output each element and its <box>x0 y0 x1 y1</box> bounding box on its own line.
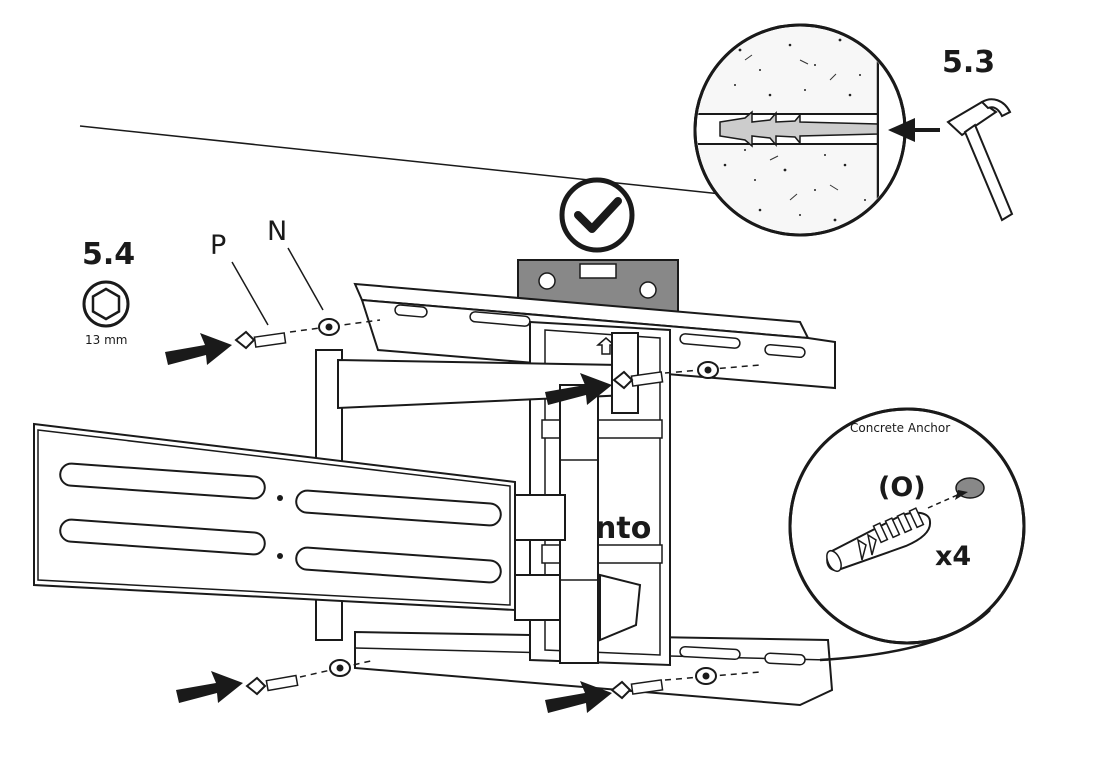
step-main-number: 5.4 <box>82 237 135 272</box>
lower-arm <box>599 573 642 642</box>
hex-socket-icon <box>82 280 130 328</box>
check-circle-icon <box>559 177 635 253</box>
anchor-quantity: x4 <box>935 541 971 572</box>
part-label-p: P <box>210 230 226 261</box>
anchor-title: Concrete Anchor <box>850 421 950 435</box>
hammer-icon <box>946 98 1014 222</box>
anchor-code: (O) <box>878 472 926 503</box>
step-inset-number: 5.3 <box>942 45 995 80</box>
anchor-callout <box>788 407 1026 662</box>
wall-line <box>79 125 741 197</box>
arm-pillar <box>559 332 639 664</box>
label-leader-n <box>287 247 324 311</box>
part-label-n: N <box>267 216 287 247</box>
arrow-icon <box>888 118 940 142</box>
brand-mark: nto <box>595 511 651 546</box>
inset-anchor-detail <box>693 23 907 237</box>
tv-bracket <box>33 422 566 621</box>
fasteners <box>234 318 761 700</box>
arrow-icon <box>165 333 612 713</box>
hex-size-label: 13 mm <box>85 333 127 347</box>
label-leader-p <box>231 261 269 326</box>
bottom-wall-rail <box>354 630 834 707</box>
